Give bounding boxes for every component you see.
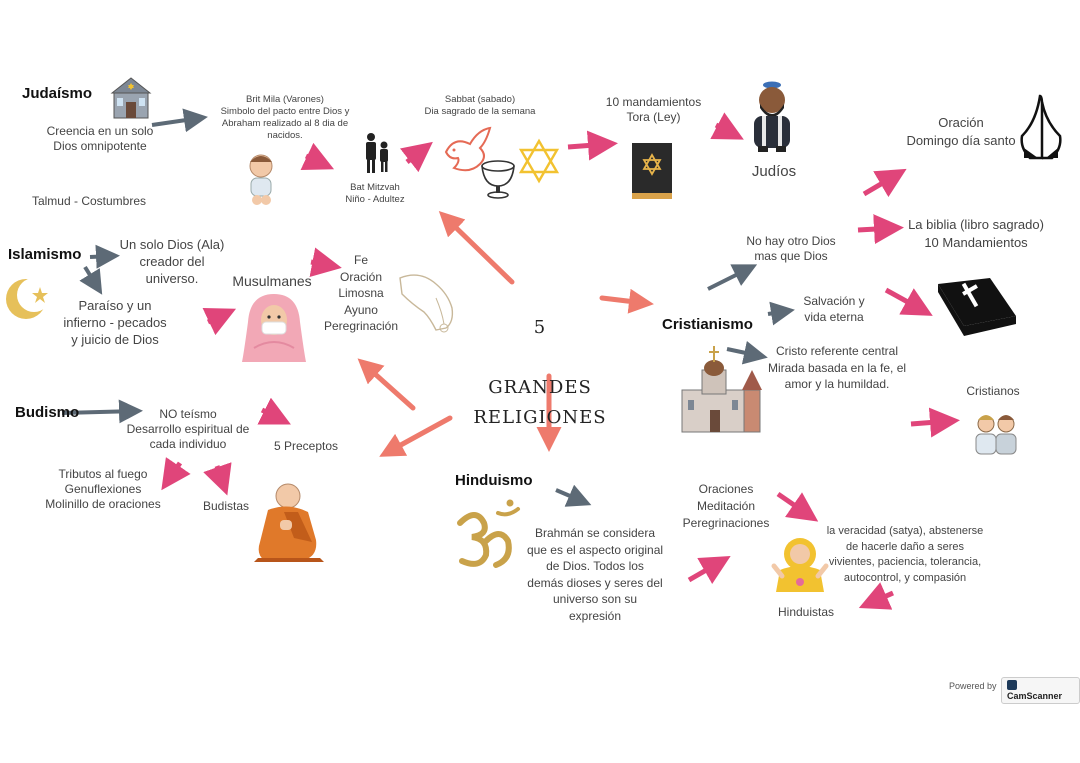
center-heading: GRANDES RELIGIONES [473, 377, 606, 428]
judaismo-bat-mitzvah: Bat Mitzvah Niño - Adultez [330, 182, 420, 206]
hinduismo-oraciones: Oraciones Meditación Peregrinaciones [672, 481, 780, 532]
hand-tasbih-icon [396, 268, 460, 336]
center-title: 5 GRANDES RELIGIONES [470, 283, 610, 433]
cristianismo-oracion: Oración Domingo día santo [898, 114, 1024, 150]
cristianismo-salvacion: Salvación y vida eterna [794, 293, 874, 325]
judaismo-mandamientos: 10 mandamientos Tora (Ley) [596, 95, 711, 125]
budismo-tributos: Tributos al fuego Genuflexiones Molinill… [38, 467, 168, 512]
cristianos-label: Cristianos [958, 384, 1028, 399]
budismo-preceptos: 5 Preceptos [270, 439, 342, 454]
jewish-man-icon [748, 80, 796, 154]
bible-icon [932, 276, 1020, 340]
star-of-david-icon [518, 138, 560, 184]
hinduismo-brahman: Brahmán se considera que es el aspecto o… [520, 525, 670, 624]
hinduismo-heading: Hinduismo [455, 472, 533, 489]
baby-icon [244, 152, 278, 206]
camscanner-logo: CamScanner [1001, 677, 1080, 704]
islamismo-heading: Islamismo [8, 246, 81, 263]
judaismo-heading: Judaísmo [22, 85, 92, 102]
islamismo-pilares: Fe Oración Limosna Ayuno Peregrinación [316, 252, 406, 335]
buddhist-monk-icon [254, 482, 326, 564]
christians-group-icon [972, 410, 1020, 456]
kiddush-cup-icon [478, 158, 518, 200]
musulmanes-label: Musulmanes [226, 273, 318, 290]
judaismo-brit-mila: Brit Mila (Varones) Simbolo del pacto en… [210, 94, 360, 142]
judios-label: Judíos [748, 163, 800, 180]
islamismo-un-solo-dios: Un solo Dios (Ala) creador del universo. [112, 236, 232, 287]
om-icon [450, 497, 528, 573]
hinduismo-veracidad: la veracidad (satya), abstenerse de hace… [820, 524, 990, 586]
family-icon [362, 132, 392, 174]
muslim-woman-icon [240, 292, 308, 364]
judaismo-creencia: Creencia en un solo Dios omnipotente [36, 124, 164, 154]
hindu-woman-icon [770, 536, 830, 594]
camscanner-brand: CamScanner [1007, 691, 1062, 701]
powered-by-text: Powered by [949, 681, 997, 691]
church-icon [672, 340, 768, 434]
praying-hands-icon [1016, 92, 1066, 162]
cristianismo-no-hay-otro: No hay otro Dios mas que Dios [736, 234, 846, 264]
cristianismo-heading: Cristianismo [662, 316, 753, 333]
camscanner-icon [1007, 680, 1017, 690]
cristianismo-cristo: Cristo referente central Mirada basada e… [762, 343, 912, 393]
synagogue-icon [108, 74, 154, 120]
judaismo-sabbat: Sabbat (sabado) Dia sagrado de la semana [405, 94, 555, 118]
budistas-label: Budistas [196, 499, 256, 514]
islamismo-paraiso: Paraíso y un infierno - pecados y juicio… [56, 297, 174, 348]
budismo-no-teismo: NO teísmo Desarrollo espiritual de cada … [118, 407, 258, 452]
budismo-heading: Budismo [15, 404, 79, 421]
judaismo-talmud: Talmud - Costumbres [26, 194, 152, 209]
center-number: 5 [534, 317, 546, 338]
hinduistas-label: Hinduistas [770, 605, 842, 620]
cristianismo-biblia: La biblia (libro sagrado) 10 Mandamiento… [902, 216, 1050, 252]
crescent-star-icon [4, 275, 54, 323]
torah-book-icon [628, 141, 676, 201]
